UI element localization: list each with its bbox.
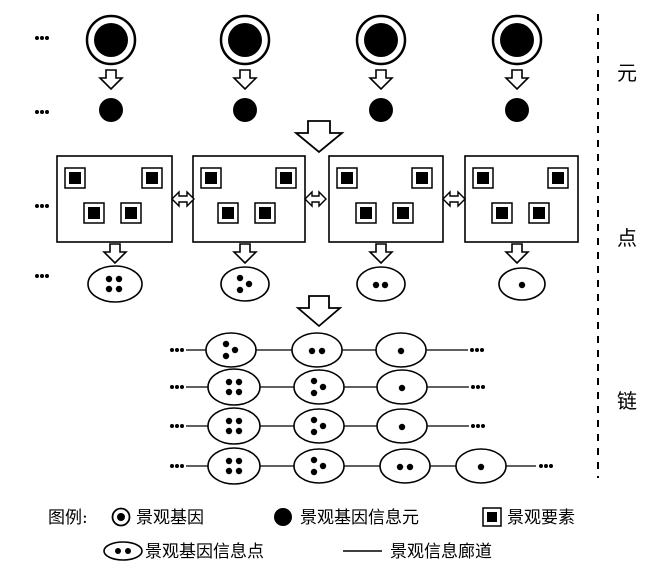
info-point-3dots [220, 266, 270, 302]
chain-2 [170, 368, 485, 406]
gene-3 [355, 14, 407, 66]
gene-legend-icon [111, 507, 131, 527]
info-element-legend-icon [274, 508, 292, 526]
info-point-2dots [356, 266, 406, 302]
ellipsis-row-1 [35, 36, 49, 40]
legend: 图例: 景观基因 景观基因信息元 景观要素 景观基因信息点 景观信息廊道 [48, 507, 575, 562]
ellipsis-row-3 [35, 204, 49, 208]
legend-label-info-element: 景观基因信息元 [300, 508, 419, 528]
unit-links [171, 190, 466, 208]
chain-3 [170, 407, 485, 445]
ellipsis-row-4 [35, 274, 49, 278]
landscape-element-legend-icon [482, 507, 502, 527]
info-element-2 [233, 98, 257, 122]
info-point-4dots [87, 265, 143, 303]
down-arrow-icon [504, 69, 530, 91]
legend-label-info-point: 景观基因信息点 [145, 542, 264, 562]
down-arrow-icon [368, 243, 394, 265]
down-arrow-icon [232, 69, 258, 91]
info-element-4 [505, 98, 529, 122]
info-element-3 [369, 98, 393, 122]
legend-label-corridor: 景观信息廊道 [390, 542, 492, 562]
chain-1 [170, 332, 484, 368]
info-element-1 [99, 98, 123, 122]
gene-1 [85, 14, 137, 66]
landscape-unit-2 [192, 155, 306, 243]
down-arrow-icon [98, 69, 124, 91]
landscape-unit-4 [464, 155, 579, 243]
double-arrow-icon [442, 190, 466, 208]
legend-label-gene: 景观基因 [136, 508, 204, 528]
info-element-row [99, 98, 529, 122]
big-down-arrow-icon [295, 295, 343, 328]
gene-4 [491, 14, 543, 66]
landscape-unit-1 [56, 155, 173, 243]
landscape-unit-row [56, 155, 579, 243]
side-label-dian: 点 [617, 226, 637, 250]
info-point-1dot [498, 267, 546, 301]
gene-row [85, 14, 543, 66]
chain-4 [170, 447, 553, 485]
info-point-legend-icon [103, 541, 143, 561]
big-down-arrow-icon [293, 120, 345, 154]
legend-label-landscape-element: 景观要素 [507, 508, 575, 528]
double-arrow-icon [304, 190, 327, 208]
legend-prefix: 图例: [48, 508, 88, 528]
landscape-unit-3 [328, 155, 444, 243]
side-label-lian: 链 [617, 389, 637, 413]
down-arrow-icon [102, 243, 128, 265]
double-arrow-icon [171, 190, 195, 208]
gene-2 [219, 14, 271, 66]
ellipsis-row-2 [35, 110, 49, 114]
arrows-unit-to-point [102, 243, 530, 265]
down-arrow-icon [232, 243, 258, 265]
down-arrow-icon [504, 243, 530, 265]
arrows-gene-to-element [98, 69, 530, 91]
down-arrow-icon [368, 69, 394, 91]
info-point-row [87, 265, 546, 303]
side-label-yuan: 元 [617, 61, 637, 85]
